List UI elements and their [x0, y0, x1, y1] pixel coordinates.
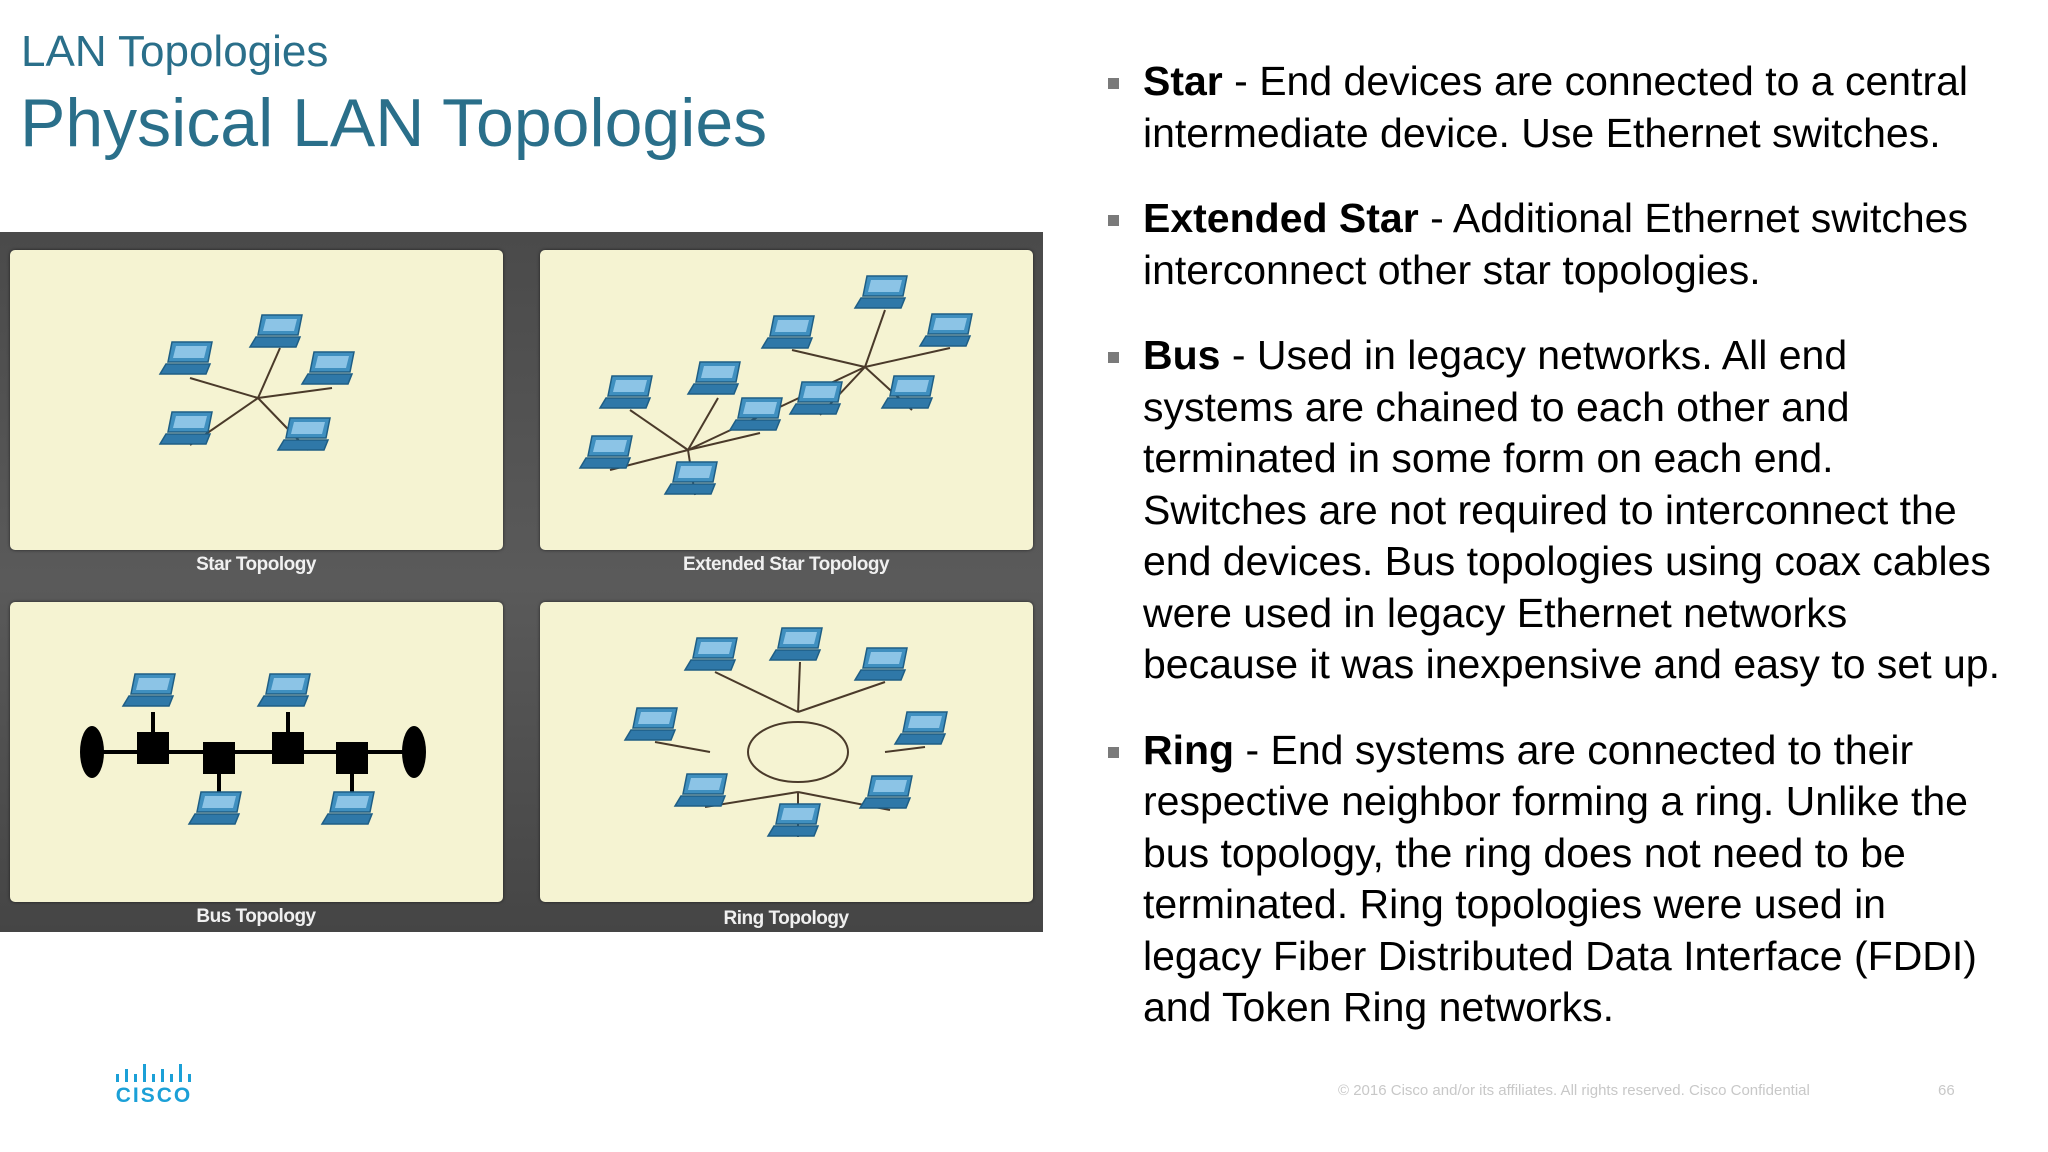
- label-star: Star Topology: [196, 554, 316, 575]
- bullet-star: Star - End devices are connected to a ce…: [1108, 56, 2008, 159]
- laptop-icon: [766, 803, 821, 837]
- bullet-text: - End devices are connected to a central…: [1143, 58, 1969, 156]
- laptop-icon: [760, 315, 815, 349]
- panel-extended-star: [540, 250, 1033, 550]
- laptop-icon: [918, 313, 973, 347]
- tap-icon: [203, 742, 235, 774]
- extended-star-diagram: [578, 275, 973, 496]
- cisco-logo: CISCO: [112, 1062, 196, 1110]
- bullet-text: - Additional Ethernet switches interconn…: [1143, 195, 1968, 293]
- panel-bus: [10, 602, 503, 902]
- laptop-icon: [728, 397, 783, 431]
- laptop-icon: [121, 673, 176, 707]
- laptop-icon: [248, 314, 303, 348]
- laptop-icon: [623, 707, 678, 741]
- laptop-icon: [256, 673, 311, 707]
- laptop-icon: [853, 647, 908, 681]
- label-extended-star: Extended Star Topology: [682, 554, 890, 575]
- laptop-icon: [880, 375, 935, 409]
- slide-title: Physical LAN Topologies: [20, 85, 768, 161]
- laptop-icon: [663, 461, 718, 495]
- laptop-icon: [158, 341, 213, 375]
- laptop-icon: [686, 361, 741, 395]
- laptop-icon: [893, 711, 948, 745]
- bullet-ring: Ring - End systems are connected to thei…: [1108, 725, 2008, 1034]
- bullet-square-icon: [1108, 215, 1119, 226]
- bus-diagram: [80, 673, 426, 825]
- tap-icon: [272, 732, 304, 764]
- bullet-term: Bus: [1143, 332, 1221, 378]
- laptop-icon: [598, 375, 653, 409]
- bullet-extended-star: Extended Star - Additional Ethernet swit…: [1108, 193, 2008, 296]
- terminator-icon: [402, 726, 426, 778]
- tap-icon: [336, 742, 368, 774]
- laptop-icon: [320, 791, 375, 825]
- page-number: 66: [1938, 1082, 1955, 1099]
- laptop-icon: [578, 435, 633, 469]
- label-bus: Bus Topology: [196, 906, 316, 927]
- ring-diagram: [623, 627, 948, 837]
- laptop-icon: [300, 351, 355, 385]
- bullet-term: Ring: [1143, 726, 1235, 773]
- slide-kicker: LAN Topologies: [21, 27, 329, 76]
- laptop-icon: [683, 637, 738, 671]
- panel-star: [10, 250, 503, 550]
- label-ring: Ring Topology: [723, 908, 849, 929]
- topology-figure: Star Topology Extended Star Topology: [0, 232, 1043, 932]
- bullet-square-icon: [1108, 78, 1119, 89]
- terminator-icon: [80, 726, 104, 778]
- footer-copyright: © 2016 Cisco and/or its affiliates. All …: [1338, 1082, 1810, 1099]
- tap-icon: [137, 732, 169, 764]
- bullet-bus: Bus - Used in legacy networks. All end s…: [1108, 330, 2008, 691]
- panel-ring: [540, 602, 1033, 902]
- laptop-icon: [673, 773, 728, 807]
- bullet-square-icon: [1108, 746, 1119, 758]
- bullet-list: Star - End devices are connected to a ce…: [1108, 56, 2008, 1068]
- laptop-icon: [158, 411, 213, 445]
- bullet-term: Star: [1143, 58, 1223, 104]
- laptop-icon: [858, 775, 913, 809]
- laptop-icon: [276, 417, 331, 451]
- bullet-text: - End systems are connected to their res…: [1143, 726, 1977, 1031]
- laptop-icon: [187, 791, 242, 825]
- laptop-icon: [768, 627, 823, 661]
- cisco-logo-icon: [116, 1064, 191, 1082]
- bullet-square-icon: [1108, 352, 1119, 363]
- bullet-text: - Used in legacy networks. All end syste…: [1143, 332, 2000, 687]
- bullet-term: Extended Star: [1143, 195, 1419, 241]
- laptop-icon: [788, 381, 843, 415]
- star-diagram: [158, 314, 355, 451]
- laptop-icon: [853, 275, 908, 309]
- cisco-wordmark: CISCO: [115, 1084, 193, 1107]
